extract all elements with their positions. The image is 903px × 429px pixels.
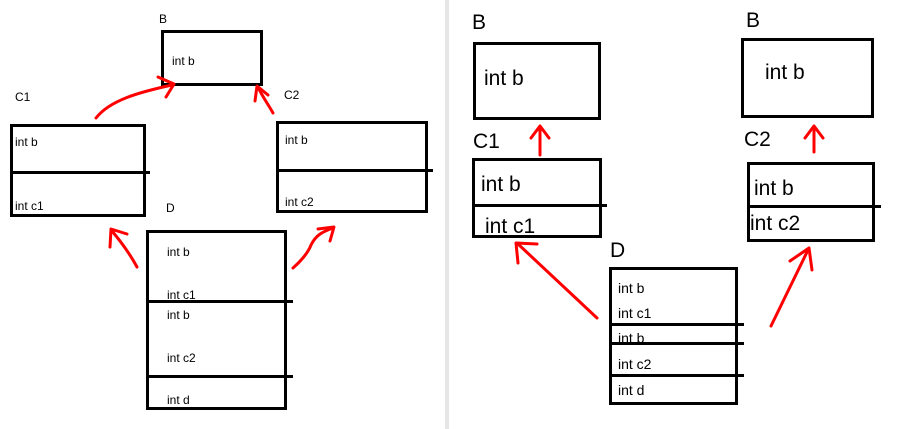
class-c2-title: C2 [284, 88, 300, 102]
field-int-b: int b [484, 67, 524, 90]
class-c1-box: int b int c1 [472, 158, 607, 238]
field-int-c1: int c1 [167, 288, 196, 302]
field-int-b: int b [481, 173, 521, 196]
field-divider [609, 374, 744, 377]
left-diagram-panel: B int b C1 int b int c1 C2 int b int c2 … [0, 0, 445, 429]
field-int-b: int b [172, 54, 195, 68]
field-int-b: int b [167, 308, 190, 322]
field-divider [747, 205, 881, 208]
class-c1-title: C1 [15, 90, 31, 104]
field-divider [472, 204, 607, 207]
class-c2-title: C2 [744, 128, 771, 151]
class-c2-box: int b int c2 [747, 162, 881, 242]
field-int-c1: int c1 [618, 305, 652, 321]
class-c1-box: int b int c1 [10, 124, 150, 217]
class-b-box-1: int b [473, 42, 601, 120]
field-int-c2: int c2 [750, 212, 801, 235]
class-b-title: B [159, 12, 168, 26]
class-c1-title: C1 [473, 130, 500, 153]
field-int-d: int d [167, 393, 190, 407]
field-int-c1: int c1 [485, 215, 536, 238]
class-b-box: int b [161, 30, 263, 86]
class-b-box-2: int b [741, 38, 874, 118]
field-int-c2: int c2 [285, 195, 314, 209]
panel-divider [445, 0, 449, 429]
field-int-b: int b [285, 133, 308, 147]
field-int-b: int b [754, 177, 794, 200]
class-d-title: D [166, 201, 175, 215]
class-d-box: int b int c1 int b int c2 int d [609, 267, 744, 405]
field-int-b: int b [15, 135, 38, 149]
field-int-d: int d [618, 382, 645, 398]
class-d-box: int b int c1 int b int c2 int d [146, 230, 293, 410]
field-int-c1: int c1 [15, 199, 44, 213]
field-divider [146, 300, 293, 303]
field-int-b: int b [167, 245, 190, 259]
class-b-title: B [472, 11, 487, 34]
field-int-c2: int c2 [167, 351, 196, 365]
field-int-b: int b [765, 61, 805, 84]
field-divider [609, 323, 744, 326]
class-c2-box: int b int c2 [276, 121, 433, 213]
field-divider [10, 171, 150, 174]
field-int-c2: int c2 [618, 356, 652, 372]
field-divider [276, 169, 433, 172]
right-diagram-panel: B int b B int b C1 int b int c1 C2 int b… [449, 0, 903, 429]
class-d-title: D [610, 239, 626, 262]
field-int-b: int b [618, 280, 645, 296]
field-divider [146, 375, 293, 378]
class-b-title: B [746, 9, 761, 32]
field-divider [609, 342, 744, 345]
